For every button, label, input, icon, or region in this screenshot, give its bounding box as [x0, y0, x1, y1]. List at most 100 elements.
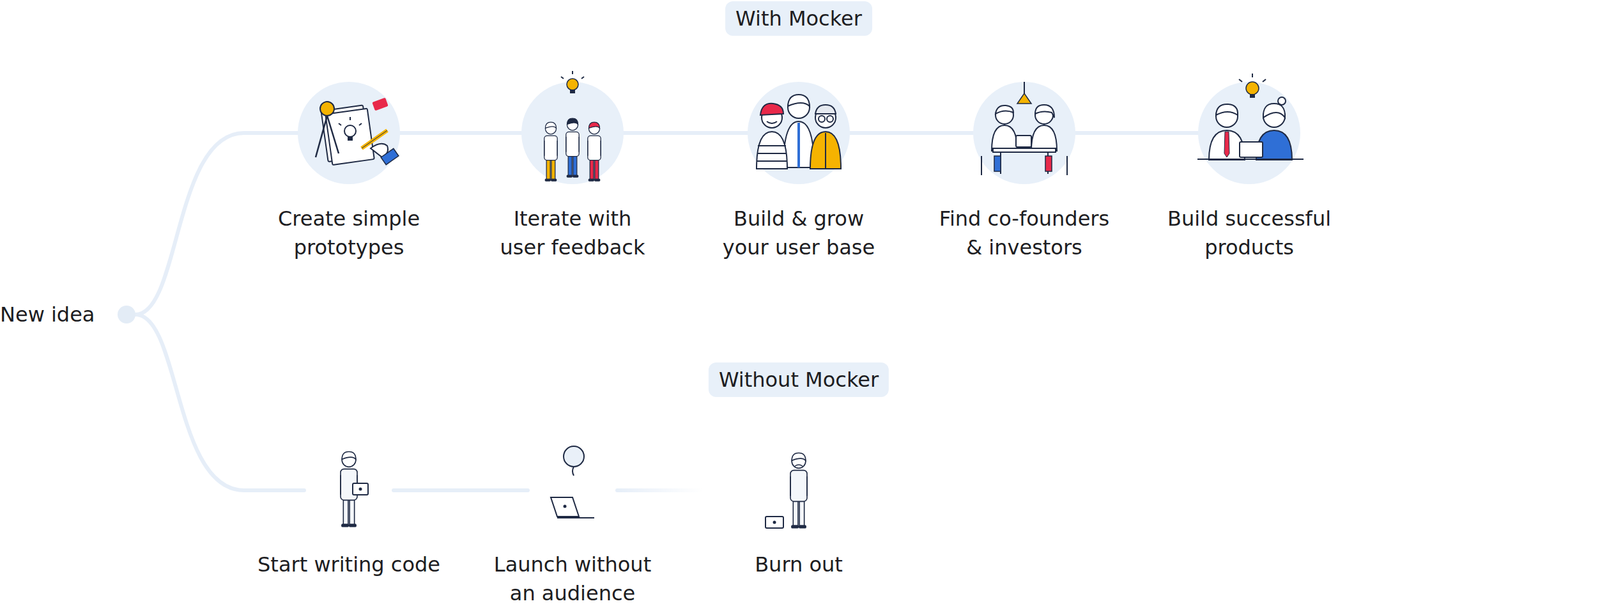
cofounders-illustration	[1035, 106, 1054, 124]
success-illustration	[1224, 131, 1230, 158]
users-illustration	[810, 131, 841, 169]
prototype-illustration	[370, 143, 388, 158]
success-illustration	[1239, 141, 1263, 158]
section-title: With Mocker	[735, 8, 862, 29]
prototype-illustration	[361, 130, 388, 149]
start-point: New idea	[0, 301, 136, 328]
users-illustration	[757, 145, 786, 147]
users-illustration	[826, 115, 834, 123]
cofounders-illustration	[1045, 155, 1052, 172]
success-illustration	[1246, 81, 1259, 95]
prototype-illustration	[347, 136, 353, 141]
cofounders-illustration	[995, 106, 1014, 124]
success-illustration	[1263, 105, 1285, 128]
cofounders-illustration	[1017, 93, 1032, 104]
prototype-illustration	[359, 123, 362, 126]
stage-step: Burn out	[753, 445, 844, 535]
feedback-illustration	[569, 89, 576, 94]
stage-label: Create simple prototypes	[265, 204, 432, 262]
users-illustration	[757, 152, 787, 154]
users-illustration	[783, 121, 815, 168]
success-illustration	[1263, 103, 1285, 118]
feedback-illustration	[561, 76, 564, 79]
connector-line	[135, 132, 298, 315]
connector-line	[393, 488, 528, 493]
stage-circle: Create simple prototypes	[297, 81, 400, 185]
prototype-illustration	[315, 97, 399, 166]
coder-illustration	[340, 451, 369, 528]
success-illustration	[1262, 79, 1266, 82]
success-illustration	[1277, 97, 1286, 105]
launch-illustration	[550, 446, 595, 518]
feedback-illustration	[571, 70, 574, 75]
launch-illustration	[550, 497, 579, 517]
users-illustration	[815, 104, 836, 114]
launch-illustration	[572, 466, 574, 476]
feedback-illustration	[566, 78, 579, 91]
section-pill: With Mocker	[725, 1, 873, 36]
users-illustration	[756, 160, 788, 162]
coder-illustration	[340, 451, 358, 528]
stage-circle: Build & grow your user base	[747, 81, 850, 185]
cofounders-illustration	[981, 81, 1068, 176]
users-illustration	[761, 107, 783, 128]
stage-label: Find co-founders & investors	[933, 204, 1116, 262]
stage-circle: Build successful products	[1198, 81, 1301, 185]
burnout-illustration	[794, 464, 803, 466]
burnout-illustration	[773, 520, 777, 524]
stage-label: Start writing code	[233, 550, 464, 579]
launch-illustration	[557, 516, 595, 519]
start-dot	[117, 305, 136, 324]
prototype-illustration	[327, 115, 339, 154]
cofounders-illustration	[1031, 125, 1057, 151]
users-illustration	[787, 94, 810, 107]
cofounders-illustration	[1023, 81, 1025, 95]
prototype-illustration	[315, 115, 328, 158]
connector-line	[135, 314, 305, 491]
cofounders-illustration	[1015, 135, 1032, 147]
cofounders-illustration	[991, 125, 1018, 151]
stage-circle: Iterate with user feedback	[521, 81, 624, 185]
users-illustration	[787, 96, 810, 119]
cofounders-illustration	[1066, 155, 1068, 176]
success-illustration	[1238, 79, 1243, 82]
connector-line	[623, 130, 748, 135]
users-illustration	[766, 121, 777, 124]
cofounders-illustration	[1035, 104, 1055, 118]
cofounders-illustration	[994, 155, 1001, 172]
cofounders-illustration	[1000, 152, 1002, 174]
users-illustration	[818, 115, 825, 123]
prototype-illustration	[380, 148, 399, 165]
stage-label: Build & grow your user base	[715, 204, 882, 262]
prototype-illustration	[361, 130, 388, 149]
users-illustration	[760, 103, 784, 116]
success-illustration	[1215, 105, 1238, 128]
connector-line	[617, 488, 754, 493]
success-illustration	[1256, 130, 1293, 160]
section-title: Without Mocker	[718, 369, 879, 390]
users-illustration	[815, 107, 836, 128]
launch-illustration	[563, 446, 585, 467]
users-illustration	[797, 122, 800, 168]
feedback-illustration	[544, 70, 601, 182]
stage-step: Launch without an audience	[527, 445, 618, 535]
feedback-illustration	[587, 122, 601, 182]
users-illustration	[756, 94, 841, 169]
prototype-illustration	[344, 125, 356, 137]
stage-label: Launch without an audience	[486, 550, 659, 608]
success-illustration	[1249, 93, 1255, 98]
feedback-illustration	[566, 118, 579, 178]
stage-label: Burn out	[683, 550, 914, 579]
feedback-illustration	[581, 76, 585, 79]
prototype-illustration	[320, 101, 335, 116]
coder-illustration	[352, 483, 369, 495]
feedback-illustration	[544, 122, 558, 182]
prototype-illustration	[321, 104, 375, 166]
success-illustration	[1197, 158, 1304, 160]
stage-circle: Find co-founders & investors	[973, 81, 1076, 185]
success-illustration	[1208, 130, 1245, 160]
prototype-illustration	[349, 116, 351, 121]
cofounders-illustration	[980, 155, 983, 176]
stage-step: Start writing code	[304, 445, 394, 535]
